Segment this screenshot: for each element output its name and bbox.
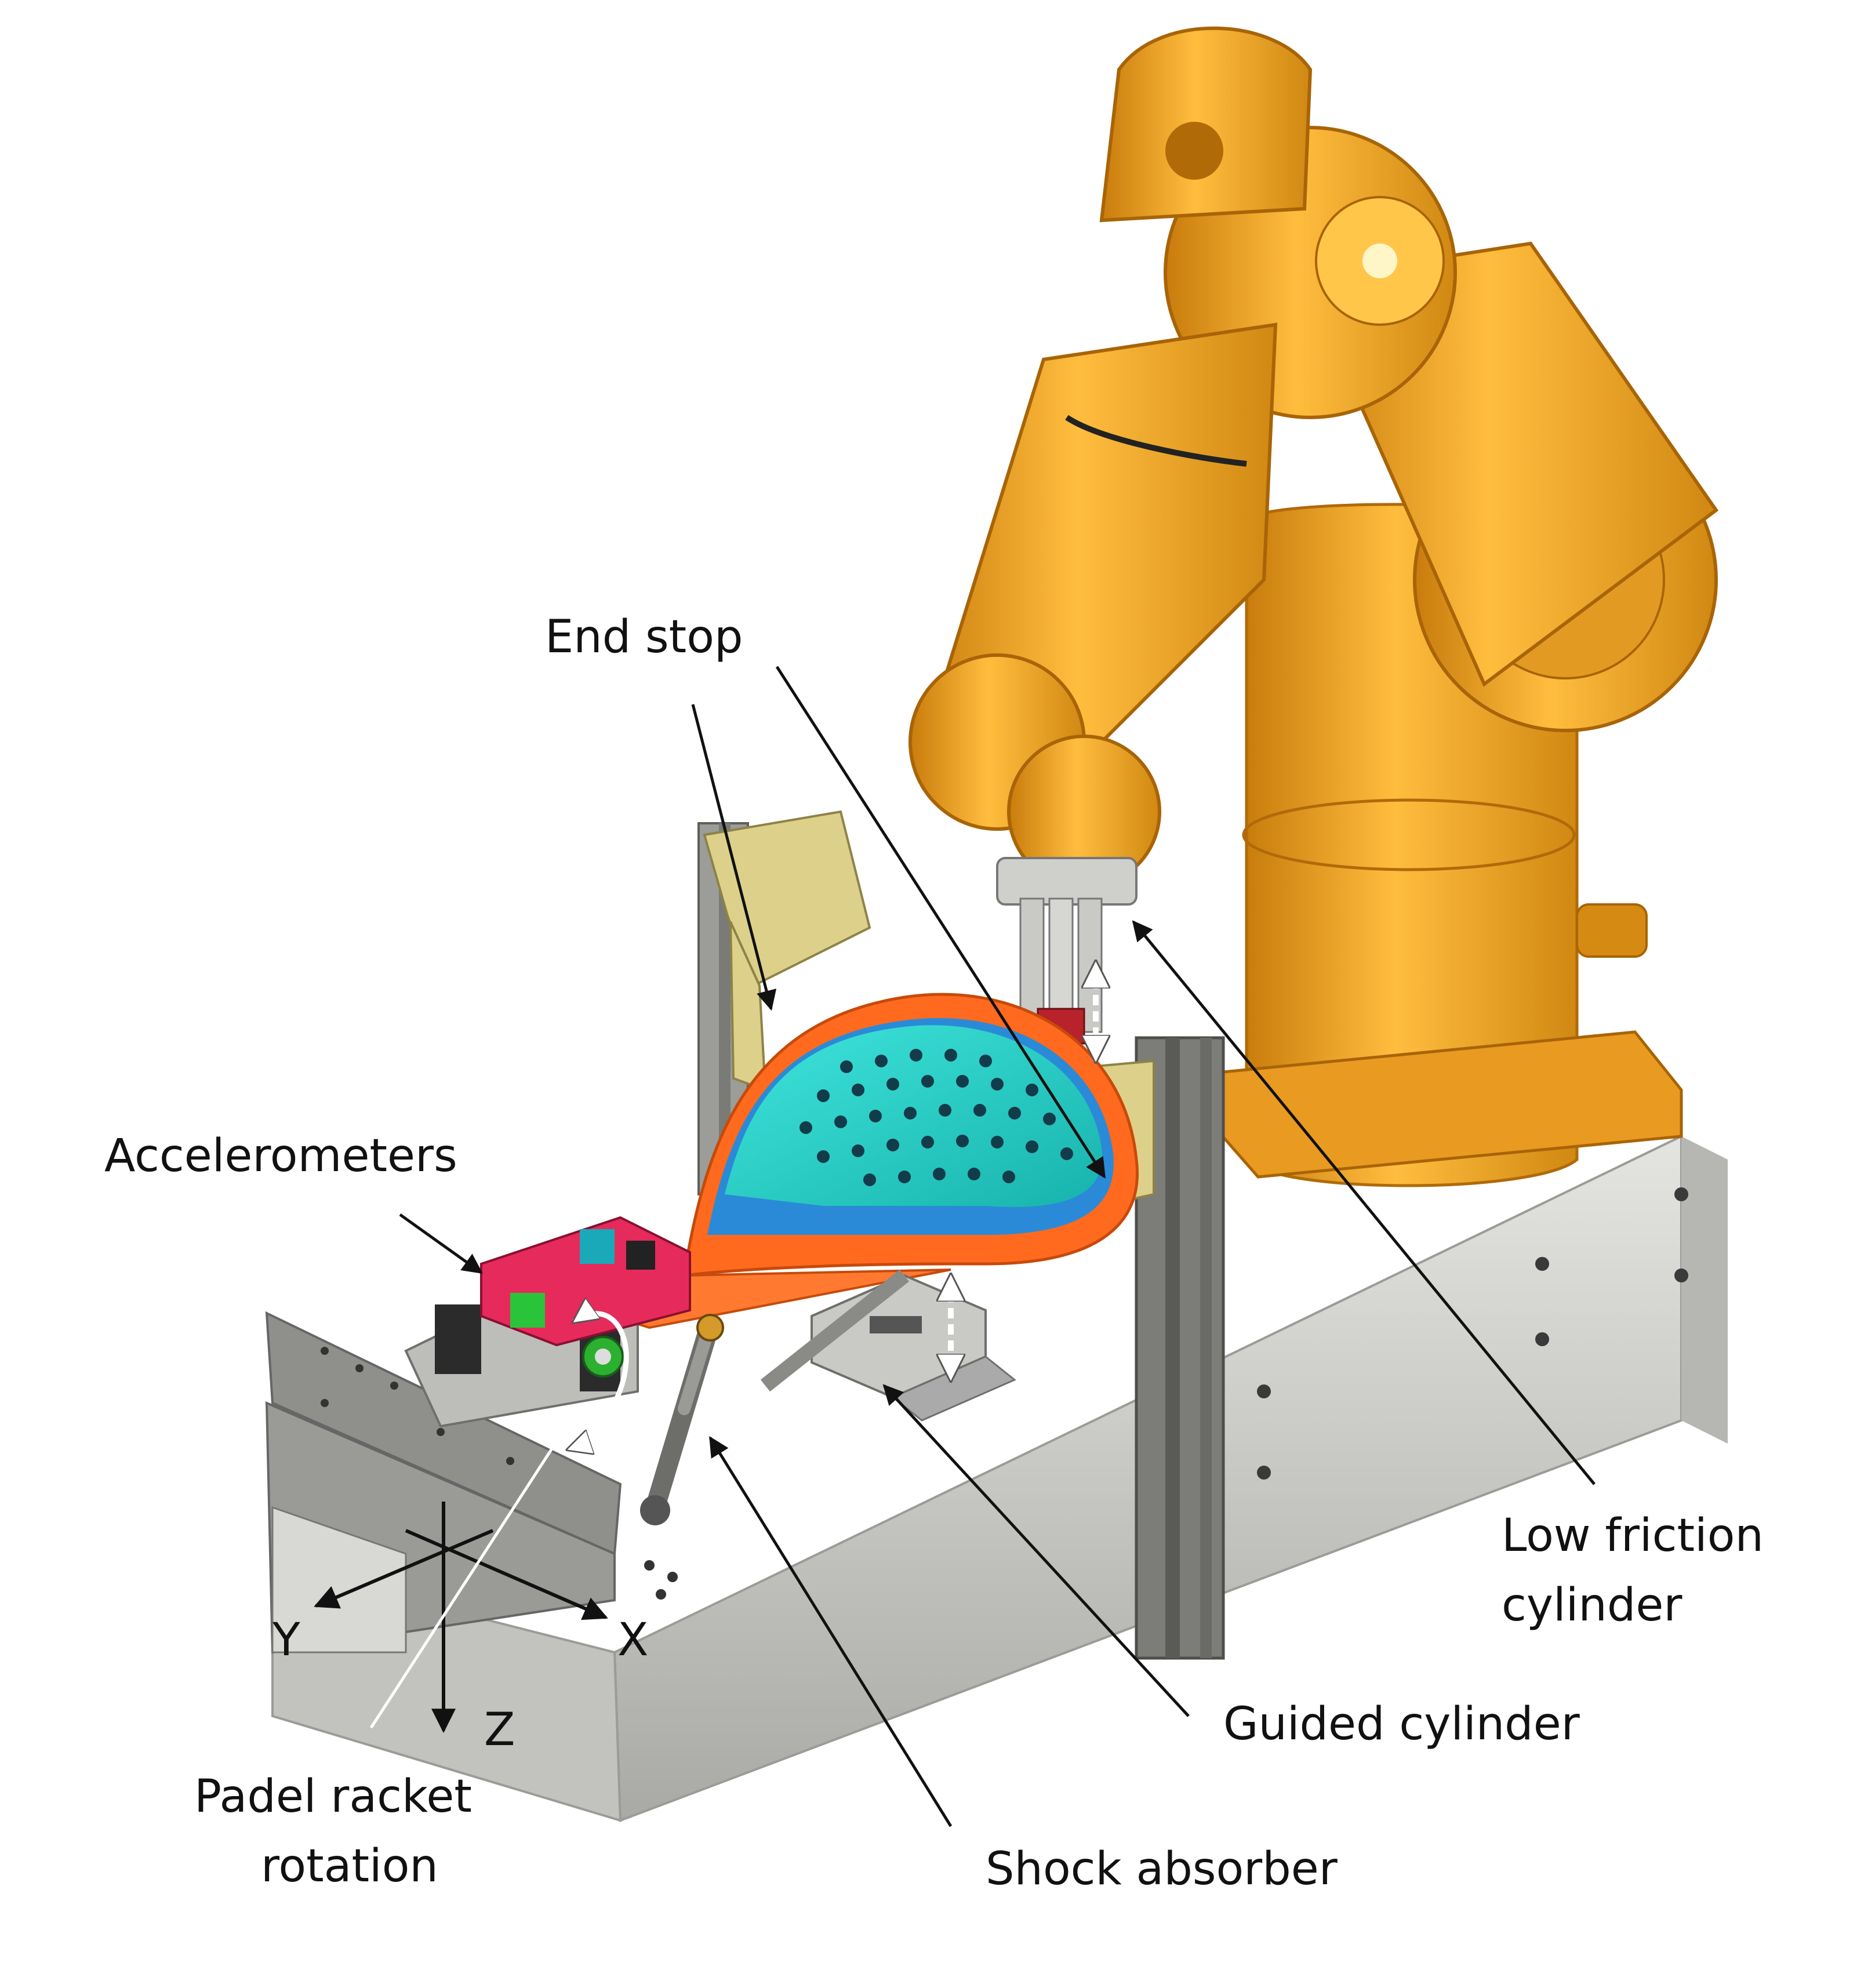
leader-end-stop-left <box>691 704 777 1011</box>
label-padel-line1: Padel racket <box>194 1771 472 1823</box>
label-low-friction-line2: cylinder <box>1502 1579 1682 1631</box>
rotation-arrow <box>568 1314 629 1449</box>
leader-padel-rotation <box>369 1413 576 1729</box>
leader-end-stop-right <box>775 666 1106 1179</box>
leader-lines <box>369 666 1596 1827</box>
leader-accelerometers <box>399 1213 483 1274</box>
label-low-friction-line1: Low friction <box>1502 1510 1764 1562</box>
leader-low-friction-cylinder <box>1132 920 1596 1485</box>
label-end-stop: End stop <box>545 611 743 663</box>
label-padel-line2: rotation <box>261 1840 438 1892</box>
leader-guided-cylinder <box>882 1384 1190 1717</box>
label-shock-absorber: Shock absorber <box>986 1843 1338 1895</box>
accelerometers <box>480 1216 691 1347</box>
x-axis-label: X <box>617 1614 648 1666</box>
leader-shock-absorber <box>708 1436 953 1827</box>
callout-labels: End stop Accelerometers Low friction cyl… <box>104 611 1764 1895</box>
robot-arm <box>908 26 1719 1187</box>
shock-absorber <box>640 1314 724 1525</box>
z-axis-label: Z <box>484 1704 515 1756</box>
motion-arrows <box>568 962 1096 1449</box>
y-axis-label: Y <box>272 1614 300 1666</box>
x-axis-arrow <box>405 1529 608 1620</box>
y-axis-arrow <box>314 1529 494 1609</box>
label-accelerometers: Accelerometers <box>104 1130 457 1182</box>
padel-racket <box>555 993 1139 1329</box>
label-guided-cylinder: Guided cylinder <box>1223 1698 1580 1750</box>
